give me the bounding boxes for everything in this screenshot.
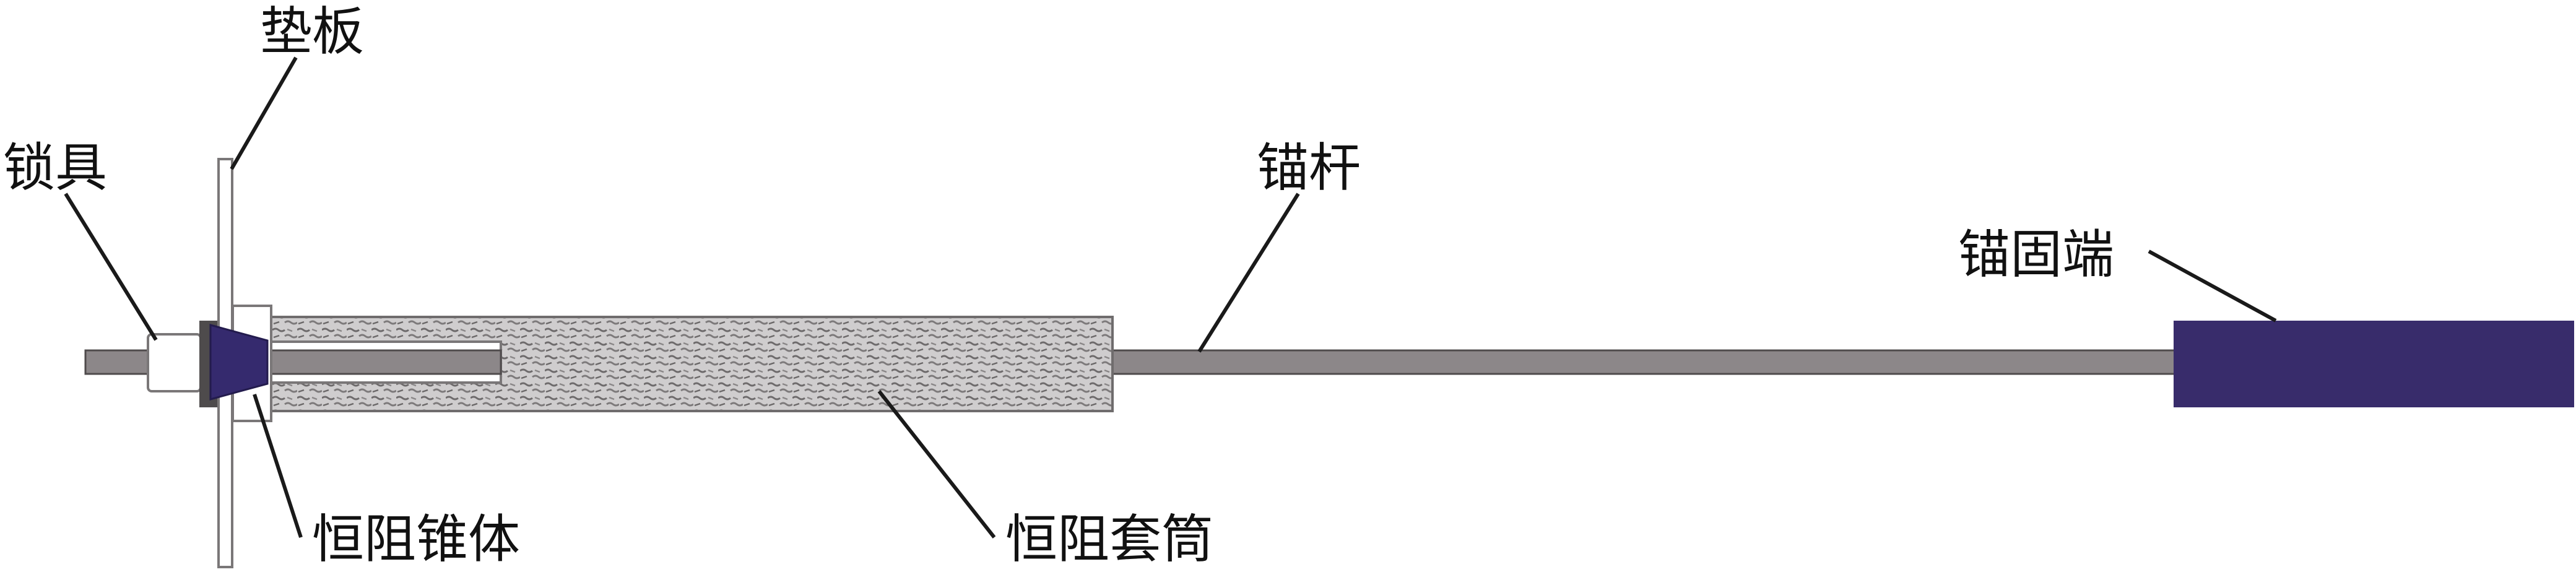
- label-rod: 锚杆: [1257, 137, 1361, 198]
- anchor-rod-in-slot: [262, 349, 502, 375]
- leader-rod: [1197, 193, 1300, 353]
- leader-lock: [64, 193, 158, 341]
- leader-sleeve: [877, 390, 996, 539]
- label-anchor-end: 锚固端: [1958, 224, 2114, 285]
- label-sleeve: 恒阻套筒: [1005, 509, 1213, 570]
- anchoring-end: [2174, 321, 2574, 407]
- label-plate: 垫板: [260, 1, 364, 62]
- leader-plate: [230, 56, 298, 170]
- leader-cone: [253, 394, 303, 538]
- label-lock: 锁具: [3, 137, 107, 198]
- label-cone: 恒阻锥体: [312, 509, 520, 570]
- leader-anchor-end: [2148, 249, 2277, 323]
- constant-resistance-cone: [209, 324, 269, 401]
- lock: [147, 333, 202, 392]
